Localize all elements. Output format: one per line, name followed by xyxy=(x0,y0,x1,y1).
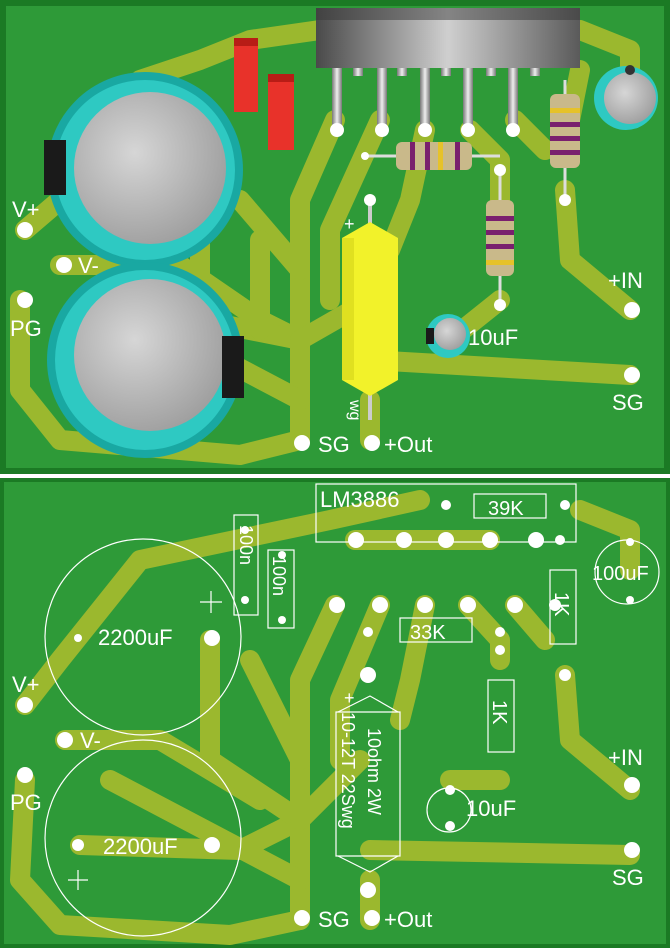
label-2200uf-b: 2200uF xyxy=(103,834,178,859)
resistor-vertical-2 xyxy=(550,80,580,200)
c-100n-a-outline xyxy=(233,514,259,616)
label-sg-bottom: SG xyxy=(318,907,350,932)
label-out-plus: +Out xyxy=(384,907,432,932)
label-39k: 39K xyxy=(488,498,524,520)
top-label-pg: PG xyxy=(10,316,42,341)
label-2200uf-a: 2200uF xyxy=(98,625,173,650)
ic-pins xyxy=(332,68,540,130)
c-100n-b-outline xyxy=(267,549,295,629)
top-label-plus: + xyxy=(344,214,355,234)
bottom-board: LM3886 39K 33K 1K 1K 100uF 100n 100n 220… xyxy=(0,478,670,948)
top-label-10uf: 10uF xyxy=(468,325,518,350)
top-pads xyxy=(17,152,640,451)
top-board: V+ V- PG +IN SG SG +Out 10uF + wg xyxy=(0,0,670,474)
top-label-v-minus: V- xyxy=(78,253,99,278)
bottom-pads xyxy=(17,500,640,926)
top-label-in-plus: +IN xyxy=(608,268,643,293)
r-1k-b-outline xyxy=(487,679,515,753)
label-plus-coil: + xyxy=(344,688,355,708)
label-10uf: 10uF xyxy=(466,796,516,821)
electrolytic-cap-2 xyxy=(47,262,244,458)
r-39k-outline xyxy=(473,493,547,519)
label-1k-a: 1K xyxy=(550,592,572,617)
top-label-wg: wg xyxy=(346,399,363,420)
top-label-v-plus: V+ xyxy=(12,197,40,222)
resistor-horizontal xyxy=(365,142,500,170)
r-33k-outline xyxy=(399,617,473,643)
c-2200-b-outline xyxy=(44,739,242,937)
small-cap-10uf-3d xyxy=(426,314,470,358)
label-sg-right: SG xyxy=(612,865,644,890)
label-lm3886: LM3886 xyxy=(320,487,400,512)
top-label-sg-right: SG xyxy=(612,390,644,415)
label-in-plus: +IN xyxy=(608,745,643,770)
yellow-power-resistor xyxy=(342,200,398,420)
label-pg: PG xyxy=(10,790,42,815)
c-2200-a-outline xyxy=(44,538,242,736)
label-100uf: 100uF xyxy=(592,563,649,585)
label-v-minus: V- xyxy=(80,728,101,753)
top-label-sg-bottom: SG xyxy=(318,432,350,457)
label-v-plus: V+ xyxy=(12,672,40,697)
label-100n-b: 100n xyxy=(269,556,289,596)
coil-outline xyxy=(335,711,401,857)
label-33k: 33K xyxy=(410,622,446,644)
bottom-traces xyxy=(10,490,640,945)
electrolytic-cap-1 xyxy=(44,72,243,268)
top-label-out-plus: +Out xyxy=(384,432,432,457)
resistor-vertical-1 xyxy=(486,170,514,305)
label-coil-1: 10ohm 2W xyxy=(364,728,384,815)
red-capacitor-2 xyxy=(268,74,294,150)
label-coil-2: 10-12T 22Swg xyxy=(338,712,358,829)
label-1k-b: 1K xyxy=(488,700,510,725)
label-100n-a: 100n xyxy=(236,525,256,565)
red-capacitor-1 xyxy=(234,38,258,112)
small-cap-100uf-3d xyxy=(594,65,658,130)
